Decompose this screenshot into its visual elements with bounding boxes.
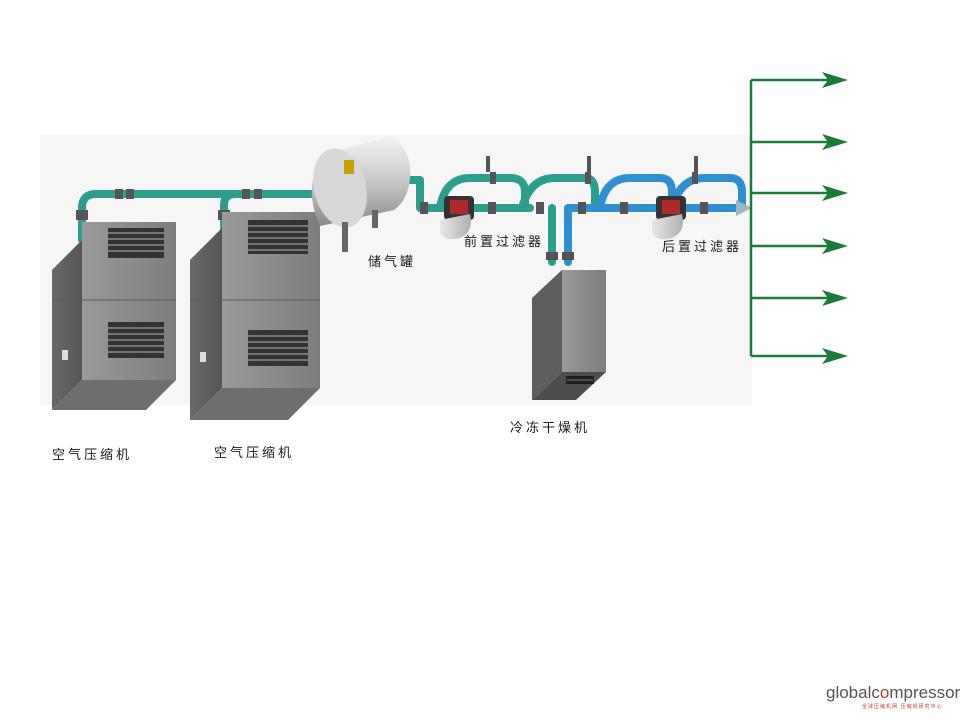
label-air-compressor-1: 空气压缩机 <box>52 448 133 463</box>
refrigerated-dryer <box>532 270 606 400</box>
pipe-outlet-cone <box>736 200 752 216</box>
logo-subtitle: 全球压缩机网 压缩机研究中心 <box>862 704 943 710</box>
post-filter <box>652 196 686 240</box>
label-air-compressor-2: 空气压缩机 <box>214 446 295 461</box>
label-pre-filter: 前置过滤器 <box>464 235 545 250</box>
air-compressor-2 <box>190 212 320 420</box>
distribution-outlets <box>749 72 848 364</box>
wet-air-pipes <box>78 174 599 266</box>
air-receiver-tank <box>311 136 411 252</box>
label-post-filter: 后置过滤器 <box>662 240 743 255</box>
pre-filter <box>440 196 474 240</box>
globalcompressor-logo: globalcompressor <box>826 683 960 702</box>
air-compressor-1 <box>52 222 176 410</box>
label-air-receiver-tank: 储气罐 <box>368 255 417 270</box>
label-refrigerated-dryer: 冷冻干燥机 <box>510 421 591 436</box>
